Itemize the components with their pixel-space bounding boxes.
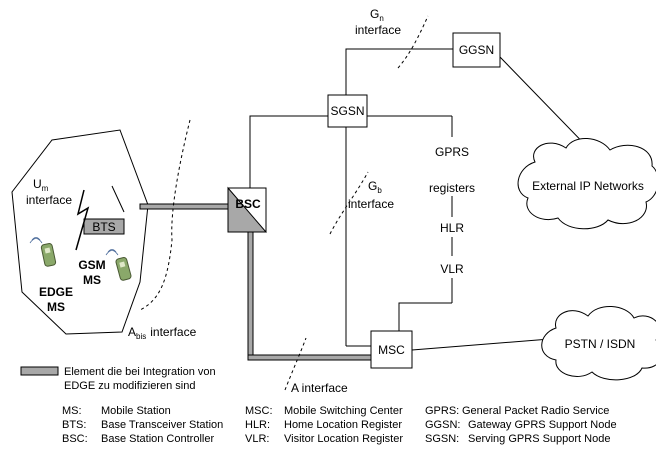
gn-interface-word: interface [355,23,401,37]
ggsn-label: GGSN [459,43,494,57]
a-interface-label: A interface [291,381,348,395]
gb-interface-word: interface [348,197,394,211]
legend-desc: Base Station Controller [101,433,214,445]
legend-desc: General Packet Radio Service [462,405,609,417]
legend-note-line2: EDGE zu modifizieren sind [64,380,195,392]
legend-abbr: MSC: [245,405,273,417]
legend-abbr: BTS: [62,419,86,431]
hlr-label: HLR [440,221,464,235]
legend-desc: Home Location Register [284,419,402,431]
gsm-ms-label-line2: MS [83,273,101,287]
edge-ms-phone-icon [30,238,56,267]
cell-area [12,130,148,334]
um-interface-label: Um [33,177,49,193]
edge-ms-label-line1: EDGE [39,285,73,299]
legend-abbr: VLR: [245,433,269,445]
legend-modified-swatch [21,367,58,375]
legend-abbr: GGSN: [425,419,460,431]
legend-desc: Visitor Location Register [284,433,403,445]
legend-abbr: SGSN: [425,433,459,445]
gn-interface-label: Gn [370,7,384,23]
gsm-ms-phone-icon [106,250,132,281]
gprs-registers-label-line1: GPRS [435,145,469,159]
external-ip-networks-label: External IP Networks [532,179,644,193]
gprs-registers-label-line2: registers [429,181,475,195]
pstn-isdn-label: PSTN / ISDN [565,337,636,351]
vlr-label: VLR [440,262,464,276]
legend-abbr: MS: [62,405,82,417]
gb-interface-label: Gb [368,179,382,195]
legend-desc: Base Transceiver Station [101,419,223,431]
legend-desc: Mobile Station [101,405,171,417]
edge-ms-label-line2: MS [47,300,65,314]
legend-abbr: BSC: [62,433,88,445]
legend-desc: Serving GPRS Support Node [468,433,610,445]
bts-label: BTS [92,220,115,234]
gsm-ms-label-line1: GSM [78,258,105,272]
um-interface-word: interface [26,193,72,207]
legend-desc: Mobile Switching Center [284,405,403,417]
legend-abbr: HLR: [245,419,270,431]
radio-link-line [112,186,124,212]
bsc-label: BSC [235,197,261,211]
legend-desc: Gateway GPRS Support Node [468,419,617,431]
legend-note-line1: Element die bei Integration von [64,366,216,378]
legend-abbreviations: MS: Mobile Station BTS: Base Transceiver… [62,405,617,445]
sgsn-label: SGSN [330,104,364,118]
msc-label: MSC [378,343,405,357]
legend-abbr: GPRS: [425,405,459,417]
